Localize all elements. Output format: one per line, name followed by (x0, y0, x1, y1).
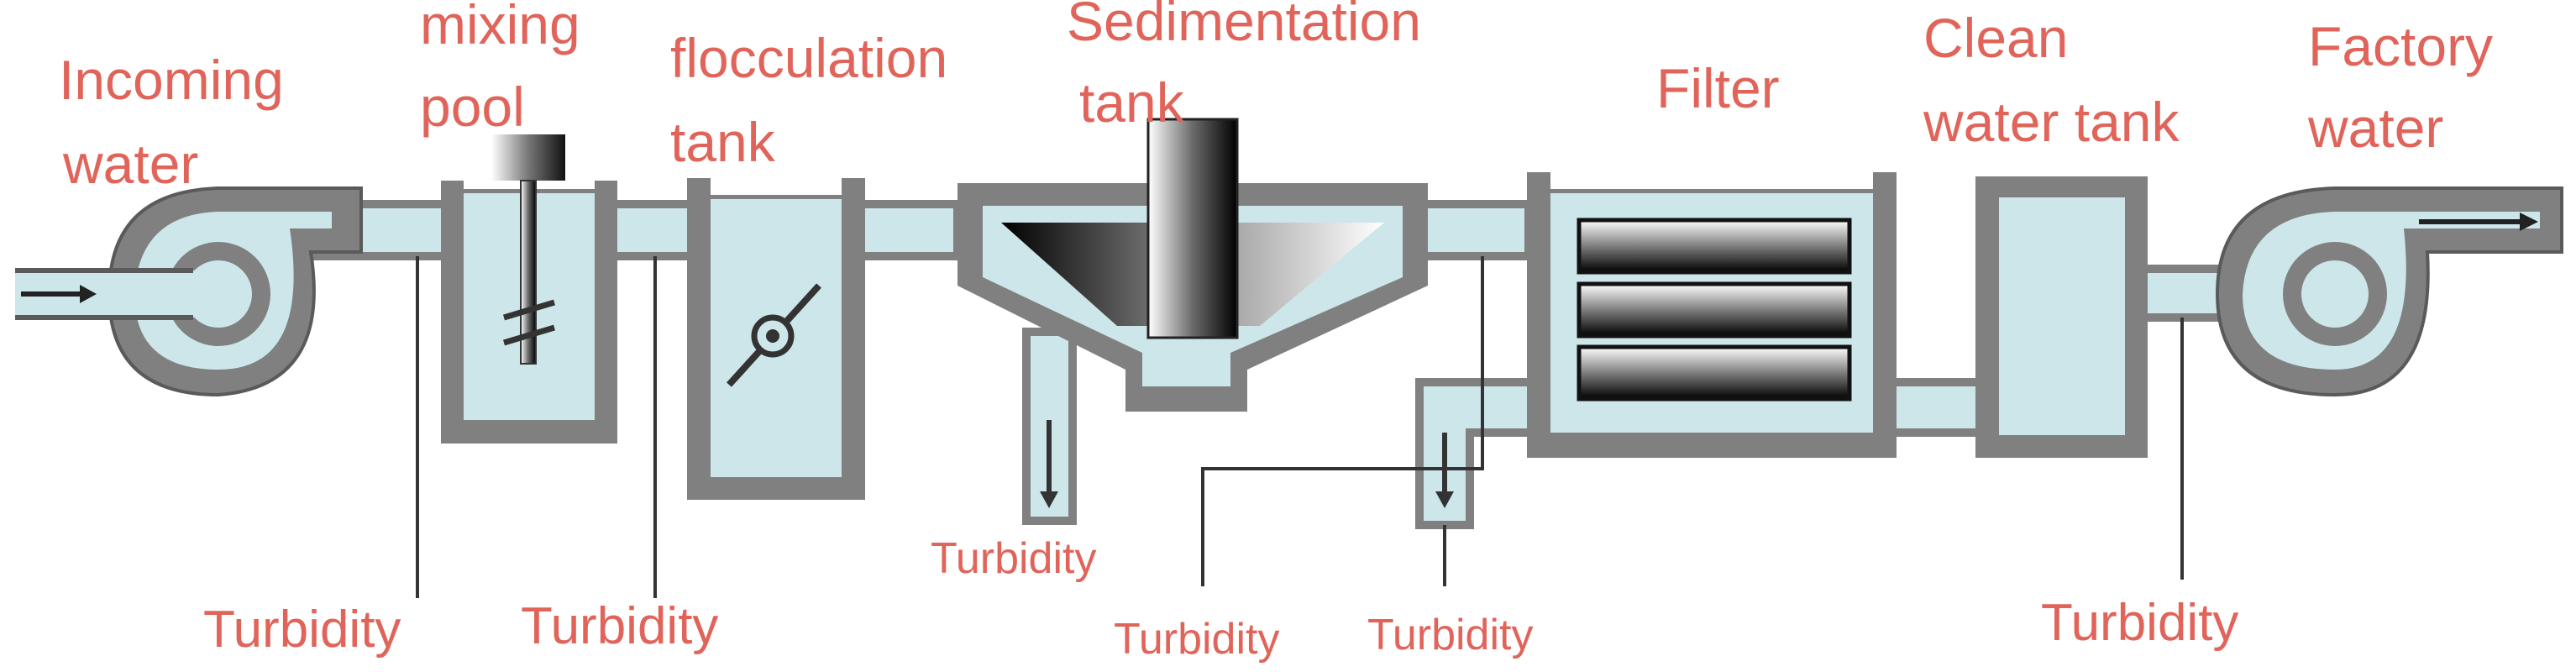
pipe-filter-to-clean (1886, 378, 1985, 437)
mixing-pool-label-2: pool (420, 76, 525, 138)
flocculation-tank-label-1: flocculation (670, 27, 947, 89)
turbidity-label-3: Turbidity (931, 534, 1096, 583)
filter-plate-1 (1577, 218, 1852, 275)
flocculator-paddle-icon (727, 283, 821, 387)
factory-water-label-2: water (2307, 97, 2443, 159)
clean-water-tank-label-1: Clean (1923, 7, 2068, 69)
turbidity-label-1: Turbidity (203, 601, 401, 659)
turbidity-label-5: Turbidity (1367, 611, 1533, 659)
sedimentation-tank (957, 118, 1428, 412)
clean-water-tank (1975, 176, 2148, 458)
sedimentation-tank-label-1: Sedimentation (1067, 0, 1421, 52)
pipe-mixing-to-flocculation (609, 200, 697, 260)
sedimentation-drain-arrow-icon (1040, 420, 1058, 508)
mixer-motor (491, 134, 565, 181)
filter-unit (1527, 172, 1897, 458)
incoming-pump (15, 186, 363, 397)
mixer-blade-icon (502, 299, 556, 346)
turbidity-label-4: Turbidity (1114, 615, 1279, 664)
pipe-filter-backwash (1415, 378, 1537, 529)
center-column (1146, 118, 1239, 339)
mixing-pool (441, 134, 617, 444)
backwash-drain-arrow-icon (1435, 433, 1454, 508)
filter-label: Filter (1656, 57, 1780, 119)
labels: Incoming water mixing pool flocculation … (59, 0, 2493, 664)
incoming-water-label-1: Incoming (59, 49, 284, 111)
mixer-shaft (520, 180, 537, 365)
outgoing-pump (2215, 186, 2563, 397)
mixing-pool-label-1: mixing (420, 0, 580, 55)
clean-water-tank-label-2: water tank (1923, 91, 2180, 153)
sensor-line-4 (1201, 256, 1484, 586)
flocculation-tank-label-2: tank (670, 111, 776, 173)
flocculation-tank (687, 178, 865, 500)
turbidity-label-6: Turbidity (2041, 594, 2238, 652)
turbidity-label-2: Turbidity (521, 597, 718, 655)
filter-plate-2 (1577, 281, 1852, 339)
filter-plate-3 (1577, 344, 1852, 402)
pipe-sedimentation-to-filter (1415, 200, 1533, 260)
incoming-water-label-2: water (62, 133, 198, 195)
factory-water-label-1: Factory (2308, 15, 2493, 77)
sedimentation-tank-label-2: tank (1079, 71, 1185, 134)
sensor-lines (416, 256, 2184, 598)
pipe-flocculation-to-sedimentation (854, 200, 962, 260)
